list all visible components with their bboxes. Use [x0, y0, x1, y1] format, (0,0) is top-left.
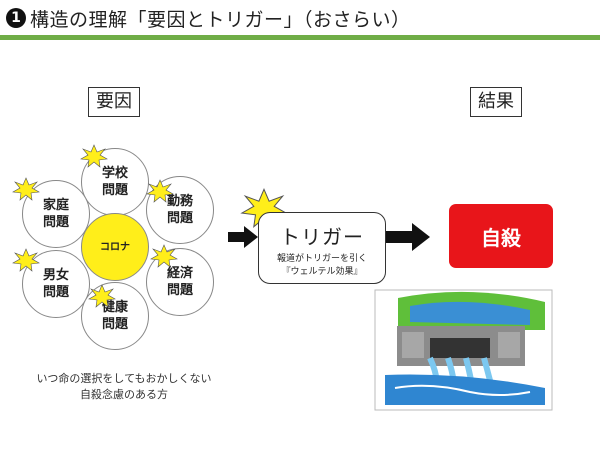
center-label: コロナ [100, 241, 130, 253]
trigger-sub-line1: 報道がトリガーを引く [276, 254, 367, 264]
factors-label: 要因 [88, 87, 140, 117]
circle-family: 家庭問題 [22, 180, 90, 248]
note-text: いつ命の選択をしてもおかしくない 自殺念慮のある方 [14, 371, 234, 403]
trigger-sub-line2: 『ウェルテル効果』 [281, 267, 363, 277]
circle-economy-line1: 経済 [166, 266, 193, 281]
result-box: 自殺 [449, 204, 553, 268]
circle-family-line2: 問題 [42, 215, 69, 230]
slide-title: 1 構造の理解「要因とトリガー」（おさらい） [6, 4, 411, 32]
circle-gender-line2: 問題 [42, 285, 69, 300]
note-line1: いつ命の選択をしてもおかしくない [36, 372, 212, 385]
circle-work-line1: 勤務 [166, 194, 193, 209]
trigger-subtitle: 報道がトリガーを引く 『ウェルテル効果』 [259, 253, 385, 279]
trigger-box: トリガー 報道がトリガーを引く 『ウェルテル効果』 [258, 212, 386, 284]
number-badge: 1 [6, 8, 26, 28]
result-label: 結果 [470, 87, 522, 117]
circle-health-line1: 健康 [101, 300, 128, 315]
circle-work: 勤務問題 [146, 176, 214, 244]
circle-economy-line2: 問題 [166, 283, 193, 298]
arrow-icon [228, 226, 258, 248]
circle-health-line2: 問題 [101, 317, 128, 332]
circle-economy: 経済問題 [146, 248, 214, 316]
circle-gender: 男女問題 [22, 250, 90, 318]
circle-work-line2: 問題 [166, 211, 193, 226]
circle-school: 学校問題 [81, 148, 149, 216]
circle-family-line1: 家庭 [42, 198, 69, 213]
circle-center: コロナ [81, 213, 149, 281]
arrow-icon [384, 223, 430, 251]
note-line2: 自殺念慮のある方 [80, 388, 168, 401]
title-underline [0, 35, 600, 40]
circle-health: 健康問題 [81, 282, 149, 350]
circle-school-line1: 学校 [101, 166, 128, 181]
trigger-title: トリガー [280, 225, 364, 249]
title-text: 構造の理解「要因とトリガー」（おさらい） [30, 8, 411, 31]
circle-gender-line1: 男女 [42, 268, 69, 283]
dam-illustration [374, 289, 553, 411]
circle-school-line2: 問題 [101, 183, 128, 198]
